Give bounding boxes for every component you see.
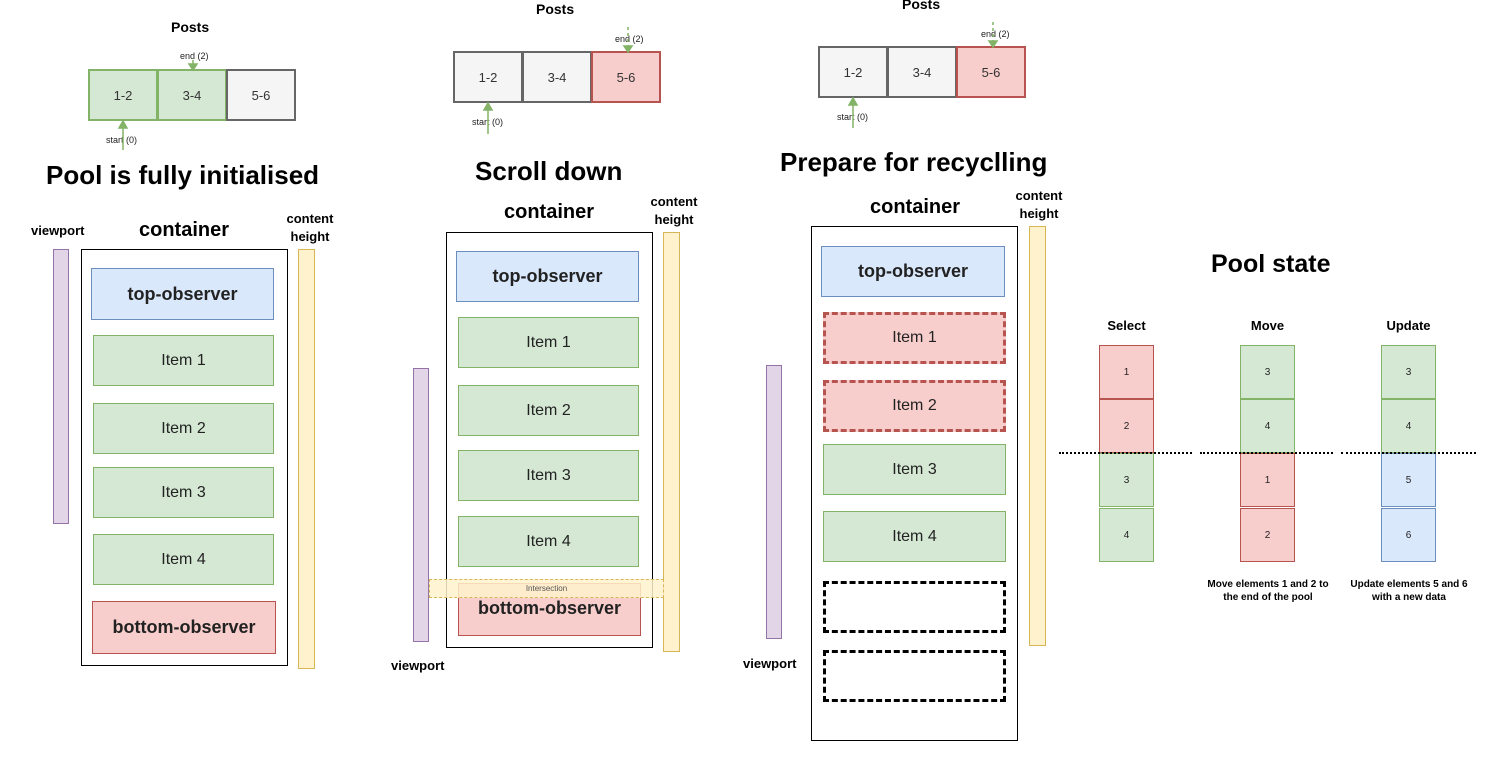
item-2: Item 2	[458, 385, 639, 436]
top-observer: top-observer	[456, 251, 639, 302]
empty-slot-2	[823, 650, 1006, 702]
item-1: Item 1	[458, 317, 639, 368]
posts-cell-5-6: 5-6	[226, 69, 296, 121]
container-label: container	[870, 196, 961, 218]
end-arrowhead	[187, 63, 199, 72]
empty-slot-1	[823, 581, 1006, 633]
posts-cell-3-4: 3-4	[157, 69, 227, 121]
posts-cell-5-6: 5-6	[591, 51, 661, 103]
item-4: Item 4	[93, 534, 274, 585]
move-cell-4: 2	[1240, 508, 1295, 562]
viewport-bar	[413, 368, 429, 642]
item-4: Item 4	[458, 516, 639, 567]
container-box	[81, 249, 288, 666]
end-label: end (2)	[981, 29, 1010, 39]
viewport-line-update	[1341, 452, 1476, 454]
end-arrowhead	[987, 40, 999, 49]
update-cell-3: 5	[1381, 453, 1436, 507]
start-arrowhead	[117, 119, 129, 129]
end-label: end (2)	[180, 51, 209, 61]
update-cell-1: 3	[1381, 345, 1436, 399]
move-cell-2: 4	[1240, 399, 1295, 453]
viewport-label: viewport	[391, 658, 445, 673]
content-height-bar	[663, 232, 680, 652]
start-arrowhead	[847, 96, 859, 106]
viewport-label: viewport	[31, 223, 85, 238]
end-arrowhead	[622, 45, 634, 54]
posts-title: Posts	[902, 0, 941, 12]
posts-title: Posts	[171, 19, 210, 35]
select-cell-2: 2	[1099, 399, 1154, 453]
item-4: Item 4	[823, 511, 1006, 562]
start-arrowhead	[482, 101, 494, 111]
item-2-recycle: Item 2	[823, 380, 1006, 432]
select-cell-4: 4	[1099, 508, 1154, 562]
item-3: Item 3	[823, 444, 1006, 495]
content-height-bar	[1029, 226, 1046, 646]
container-box	[446, 232, 653, 648]
panel-heading: Pool is fully initialised	[46, 160, 320, 190]
content-height-label: content height	[650, 194, 698, 227]
end-label: end (2)	[615, 34, 644, 44]
viewport-label: viewport	[743, 656, 797, 671]
move-cell-1: 3	[1240, 345, 1295, 399]
container-label: container	[504, 201, 595, 223]
viewport-line-move	[1200, 452, 1333, 454]
posts-title: Posts	[536, 1, 575, 17]
pool-state-title: Pool state	[1211, 250, 1331, 278]
update-label: Update	[1386, 318, 1431, 333]
bottom-observer: bottom-observer	[92, 601, 276, 654]
item-3: Item 3	[93, 467, 274, 518]
top-observer: top-observer	[821, 246, 1005, 297]
move-label: Move	[1250, 318, 1285, 333]
posts-cell-5-6: 5-6	[956, 46, 1026, 98]
move-caption: Move elements 1 and 2 to the end of the …	[1207, 579, 1329, 603]
update-cell-4: 6	[1381, 508, 1436, 562]
intersection-area: Intersection	[429, 579, 664, 598]
select-cell-3: 3	[1099, 453, 1154, 507]
item-3: Item 3	[458, 450, 639, 501]
item-2: Item 2	[93, 403, 274, 454]
start-label: start (0)	[106, 135, 138, 145]
content-height-label: content height	[286, 211, 334, 244]
update-caption: Update elements 5 and 6 with a new data	[1350, 579, 1468, 603]
panel-heading: Prepare for recyclling	[780, 147, 1048, 177]
item-1-recycle: Item 1	[823, 312, 1006, 364]
container-label: container	[139, 219, 230, 241]
viewport-line-select	[1059, 452, 1192, 454]
content-height-label: content height	[1015, 188, 1063, 221]
content-height-bar	[298, 249, 315, 669]
viewport-bar	[766, 365, 782, 639]
item-1: Item 1	[93, 335, 274, 386]
posts-cell-3-4: 3-4	[522, 51, 592, 103]
select-label: Select	[1107, 318, 1146, 333]
panel-heading: Scroll down	[475, 156, 623, 186]
top-observer: top-observer	[91, 268, 274, 320]
viewport-bar	[53, 249, 69, 524]
container-box	[811, 226, 1018, 741]
select-cell-1: 1	[1099, 345, 1154, 399]
